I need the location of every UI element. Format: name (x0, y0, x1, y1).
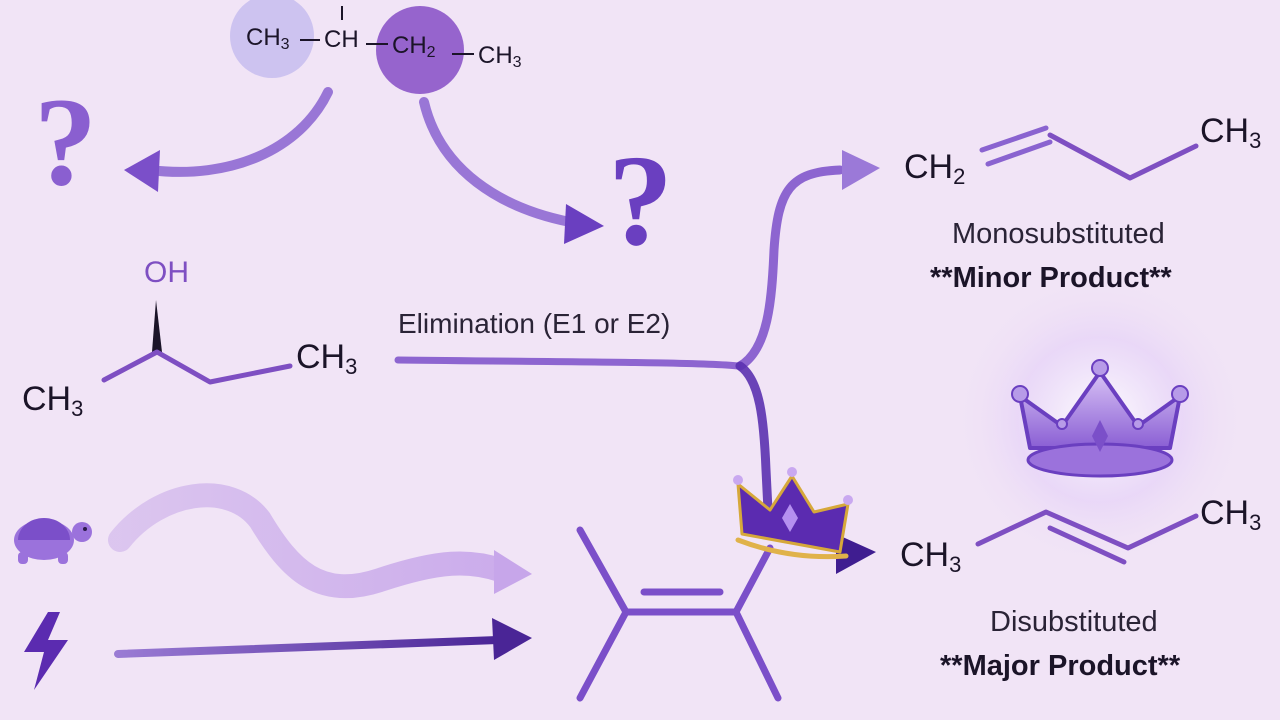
reaction-label: Elimination (E1 or E2) (398, 308, 671, 339)
group-subscript: 3 (280, 36, 290, 53)
alkene-skeleton (576, 526, 782, 702)
reaction-branch-minor (735, 165, 845, 371)
alcohol-ch3-right: CH3 (296, 340, 357, 378)
group-text: CH (904, 148, 954, 186)
arrowhead (836, 534, 876, 574)
group-text: CH (22, 380, 72, 418)
question-mark-icon: ? (34, 73, 97, 212)
top-molecule-ch: CH (324, 28, 359, 52)
major-ch3-left: CH3 (900, 538, 961, 576)
major-product-label: **Major Product** (940, 650, 1181, 682)
top-molecule-ch3-left: CH3 (246, 26, 290, 53)
crown-icon (733, 467, 853, 560)
turtle-icon (14, 518, 92, 564)
major-ch3-right: CH3 (1200, 496, 1261, 534)
group-subscript: 3 (949, 552, 962, 577)
arrow-to-right-question (419, 97, 575, 227)
group-subscript: 3 (512, 54, 522, 71)
group-text: CH (246, 24, 281, 51)
fast-pathway-arrow (114, 636, 502, 658)
crown-icon (1011, 359, 1189, 478)
group-text: CH (296, 338, 346, 376)
alcohol-skeleton (101, 349, 293, 385)
arrowhead (842, 150, 880, 190)
group-subscript: 2 (426, 44, 436, 61)
group-text: CH (900, 536, 950, 574)
reaction-branch-major (735, 361, 773, 515)
major-caption: Disubstituted (990, 606, 1158, 638)
top-molecule-ch3-right: CH3 (478, 44, 522, 71)
group-text: CH (324, 26, 359, 53)
reaction-arrow-main (394, 356, 742, 370)
double-bond-second (1047, 525, 1127, 565)
group-subscript: 3 (1249, 510, 1262, 535)
highlight-circle-left (230, 0, 314, 78)
double-bond-b (985, 139, 1053, 167)
group-text: CH (1200, 112, 1250, 150)
minor-ch2: CH2 (904, 150, 965, 188)
alcohol-ch3-left: CH3 (22, 382, 83, 420)
top-molecule-ch2: CH2 (392, 34, 436, 61)
group-subscript: 3 (71, 396, 84, 421)
hydroxyl-label: OH (144, 256, 189, 289)
group-subscript: 2 (953, 164, 966, 189)
minor-caption: Monosubstituted (952, 218, 1165, 250)
double-bond-a (979, 125, 1049, 153)
group-subscript: 3 (345, 354, 358, 379)
arrowhead (124, 150, 160, 192)
group-text: CH (392, 32, 427, 59)
minor-ch3: CH3 (1200, 114, 1261, 152)
group-subscript: 3 (1249, 128, 1262, 153)
wedge-bond (152, 300, 162, 352)
arrow-to-left-question (145, 87, 333, 177)
major-skeleton (975, 509, 1199, 551)
minor-skeleton (1047, 132, 1199, 181)
question-mark-icon: ? (608, 129, 673, 273)
highlight-circle-right (376, 6, 464, 94)
lightning-bolt-icon (24, 612, 68, 690)
arrowhead (564, 204, 604, 244)
minor-product-label: **Minor Product** (930, 262, 1172, 294)
group-text: CH (1200, 494, 1250, 532)
slow-pathway-arrow (108, 483, 512, 599)
arrowhead (494, 550, 532, 594)
arrowhead (492, 618, 532, 660)
group-text: CH (478, 42, 513, 69)
